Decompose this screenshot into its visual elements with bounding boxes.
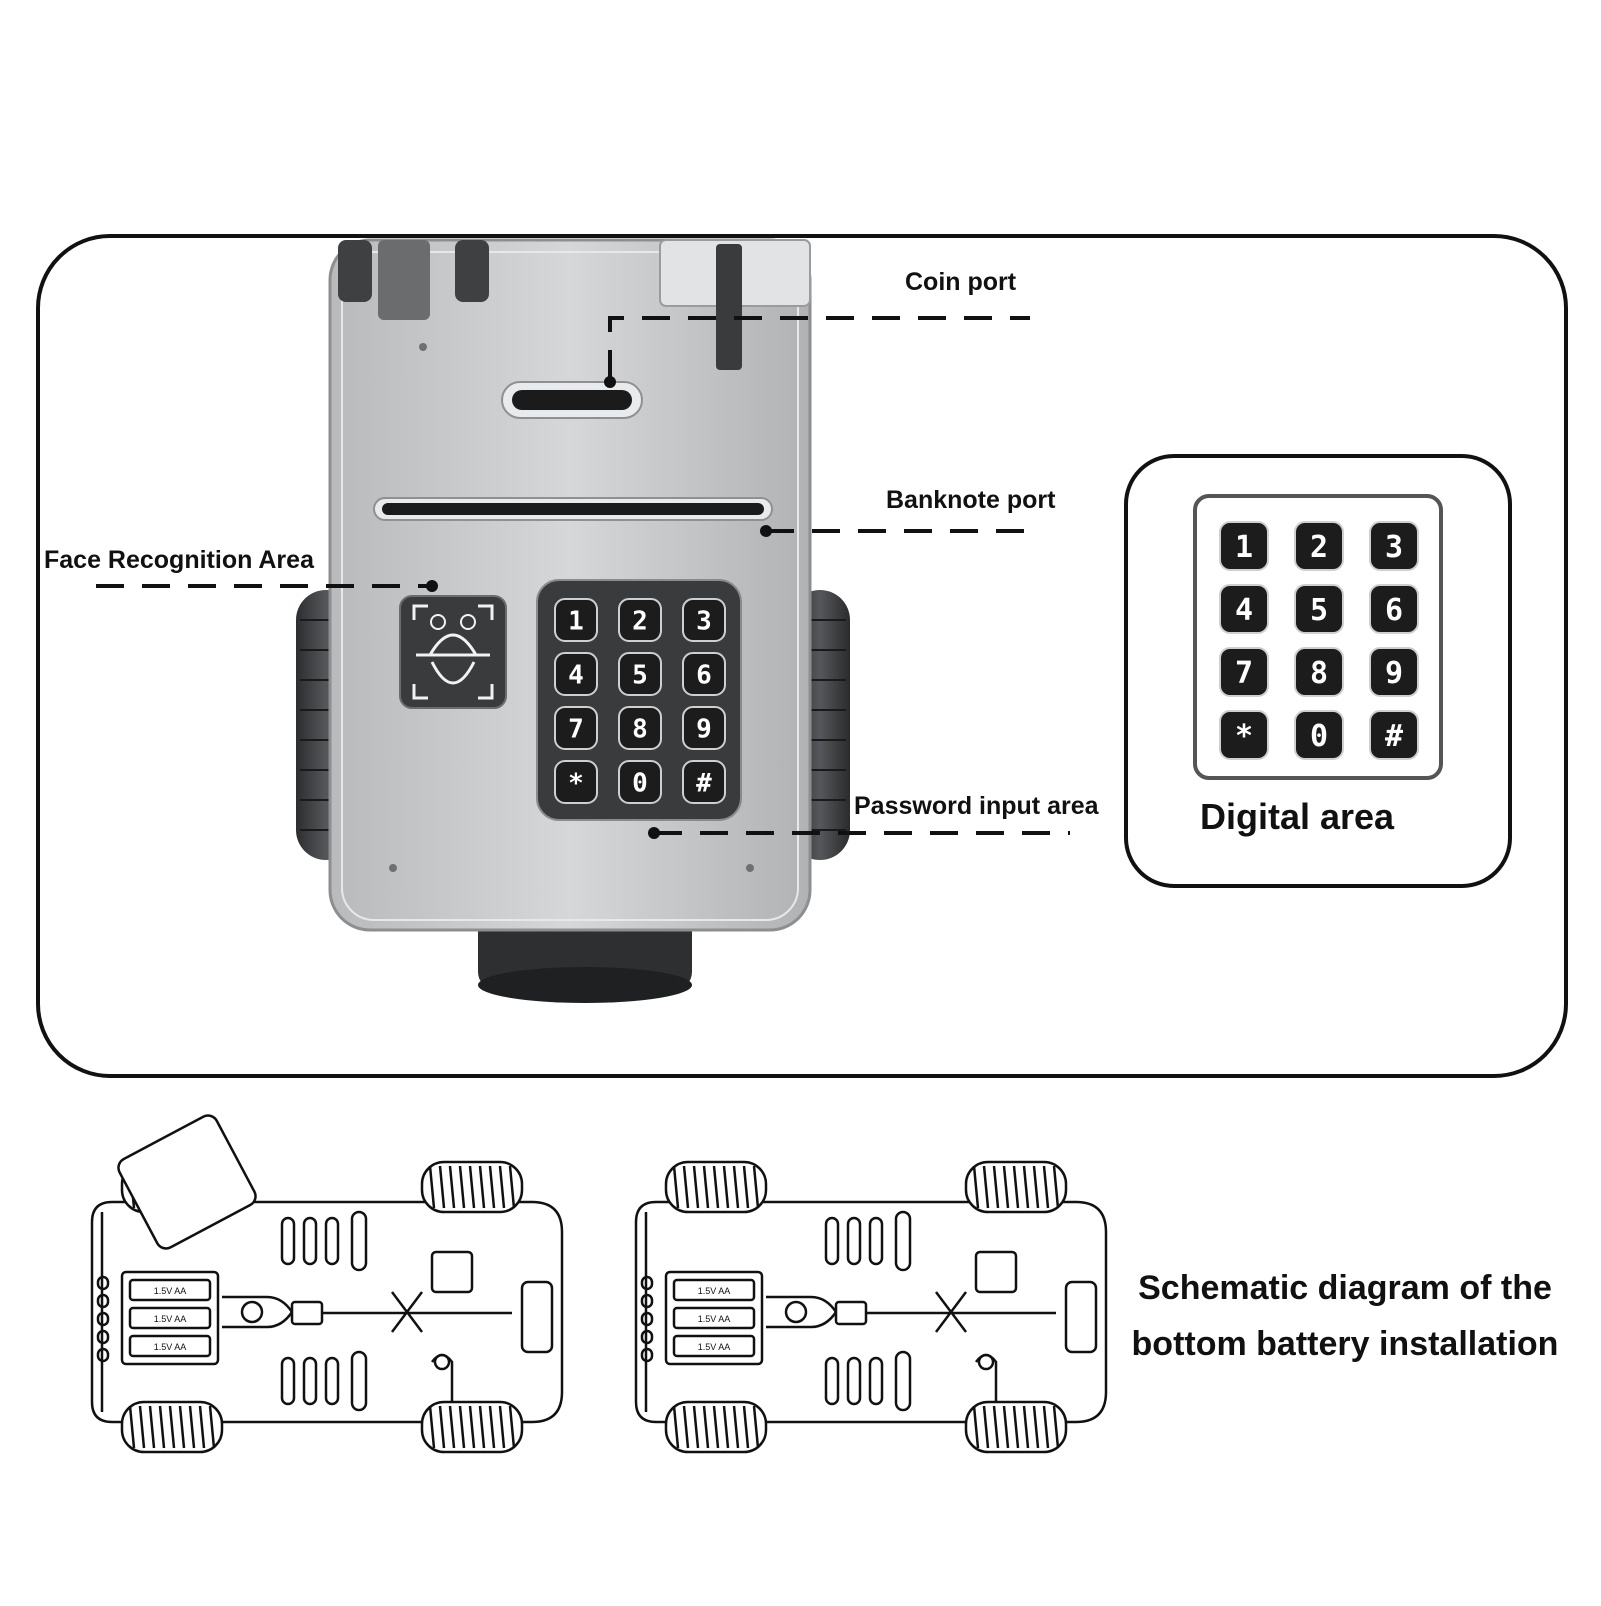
body-key-2[interactable]: 2 [618, 598, 662, 642]
digital-key-label: 3 [1385, 530, 1403, 565]
body-key-3[interactable]: 3 [682, 598, 726, 642]
body-key-label: 5 [632, 660, 648, 690]
digital-key-9[interactable]: 9 [1369, 647, 1419, 697]
digital-key-1[interactable]: 1 [1219, 521, 1269, 571]
digital-key-4[interactable]: 4 [1219, 584, 1269, 634]
body-key-8[interactable]: 8 [618, 706, 662, 750]
battery-cover-lid [117, 1114, 257, 1250]
battery-caption-line1: Schematic diagram of the [1138, 1269, 1552, 1307]
body-key-label: 2 [632, 606, 648, 636]
car-wheel [964, 1400, 1068, 1454]
car-wheel [420, 1160, 524, 1214]
car-wheel [120, 1400, 224, 1454]
digital-key-2[interactable]: 2 [1294, 521, 1344, 571]
digital-key-label: 5 [1310, 593, 1328, 628]
body-key-label: * [568, 768, 584, 798]
battery-compartment: 1.5V AA 1.5V AA 1.5V AA [664, 1270, 764, 1366]
battery-label: 1.5V AA [698, 1286, 731, 1296]
body-key-label: 4 [568, 660, 584, 690]
digital-key-star[interactable]: * [1219, 710, 1269, 760]
battery-compartment: 1.5V AA 1.5V AA 1.5V AA [120, 1270, 220, 1366]
face-recognition-pad[interactable] [399, 595, 507, 709]
body-key-label: 6 [696, 660, 712, 690]
body-key-1[interactable]: 1 [554, 598, 598, 642]
digital-key-6[interactable]: 6 [1369, 584, 1419, 634]
digital-key-label: 9 [1385, 656, 1403, 691]
digital-key-label: 2 [1310, 530, 1328, 565]
password-input-label: Password input area [854, 792, 1099, 820]
coin-port-label: Coin port [905, 268, 1017, 296]
body-key-label: 9 [696, 714, 712, 744]
body-key-label: 1 [568, 606, 584, 636]
body-key-label: 0 [632, 768, 648, 798]
body-key-label: # [696, 768, 712, 798]
digital-key-hash[interactable]: # [1369, 710, 1419, 760]
coin-port-leader [608, 316, 1030, 378]
top-arm-left [338, 240, 372, 302]
battery-label: 1.5V AA [154, 1286, 187, 1296]
digital-key-0[interactable]: 0 [1294, 710, 1344, 760]
digital-key-label: * [1235, 719, 1253, 754]
digital-key-label: 0 [1310, 719, 1328, 754]
body-key-label: 8 [632, 714, 648, 744]
digital-key-8[interactable]: 8 [1294, 647, 1344, 697]
banknote-port-label: Banknote port [886, 486, 1056, 514]
body-key-7[interactable]: 7 [554, 706, 598, 750]
digital-key-label: 1 [1235, 530, 1253, 565]
body-keypad: 1 2 3 4 5 6 7 8 9 * 0 # [554, 598, 726, 804]
digital-keypad: 1 2 3 4 5 6 7 8 9 * 0 # [1219, 521, 1419, 760]
battery-schematic-open: 1.5V AA 1.5V AA 1.5V AA [90, 1114, 564, 1454]
digital-key-7[interactable]: 7 [1219, 647, 1269, 697]
body-key-label: 3 [696, 606, 712, 636]
car-wheel [964, 1160, 1068, 1214]
battery-caption-line2: bottom battery installation [1131, 1325, 1559, 1363]
digital-key-label: 4 [1235, 593, 1253, 628]
body-key-hash[interactable]: # [682, 760, 726, 804]
digital-key-label: 7 [1235, 656, 1253, 691]
face-recognition-label: Face Recognition Area [44, 546, 314, 574]
leader-lines [96, 316, 1070, 835]
digital-area-label: Digital area [1200, 796, 1395, 837]
body-key-0[interactable]: 0 [618, 760, 662, 804]
body-key-5[interactable]: 5 [618, 652, 662, 696]
digital-key-5[interactable]: 5 [1294, 584, 1344, 634]
body-key-6[interactable]: 6 [682, 652, 726, 696]
body-key-star[interactable]: * [554, 760, 598, 804]
body-key-label: 7 [568, 714, 584, 744]
body-key-9[interactable]: 9 [682, 706, 726, 750]
car-wheel [664, 1160, 768, 1214]
battery-schematic-closed: 1.5V AA 1.5V AA 1.5V AA [634, 1160, 1108, 1454]
digital-key-label: 8 [1310, 656, 1328, 691]
top-arm-right [716, 244, 742, 370]
battery-caption: Schematic diagram of the bottom battery … [1110, 1260, 1580, 1372]
battery-label: 1.5V AA [698, 1342, 731, 1352]
body-key-4[interactable]: 4 [554, 652, 598, 696]
robot-illustration: 1 2 3 4 5 6 7 8 9 * 0 # [296, 238, 850, 1003]
battery-label: 1.5V AA [154, 1342, 187, 1352]
digital-key-label: 6 [1385, 593, 1403, 628]
digital-key-3[interactable]: 3 [1369, 521, 1419, 571]
battery-label: 1.5V AA [154, 1314, 187, 1324]
digital-area-frame [1124, 454, 1512, 888]
digital-key-label: # [1385, 719, 1403, 754]
main-frame [36, 234, 1568, 1078]
battery-label: 1.5V AA [698, 1314, 731, 1324]
car-wheel [420, 1400, 524, 1454]
car-wheel [664, 1400, 768, 1454]
